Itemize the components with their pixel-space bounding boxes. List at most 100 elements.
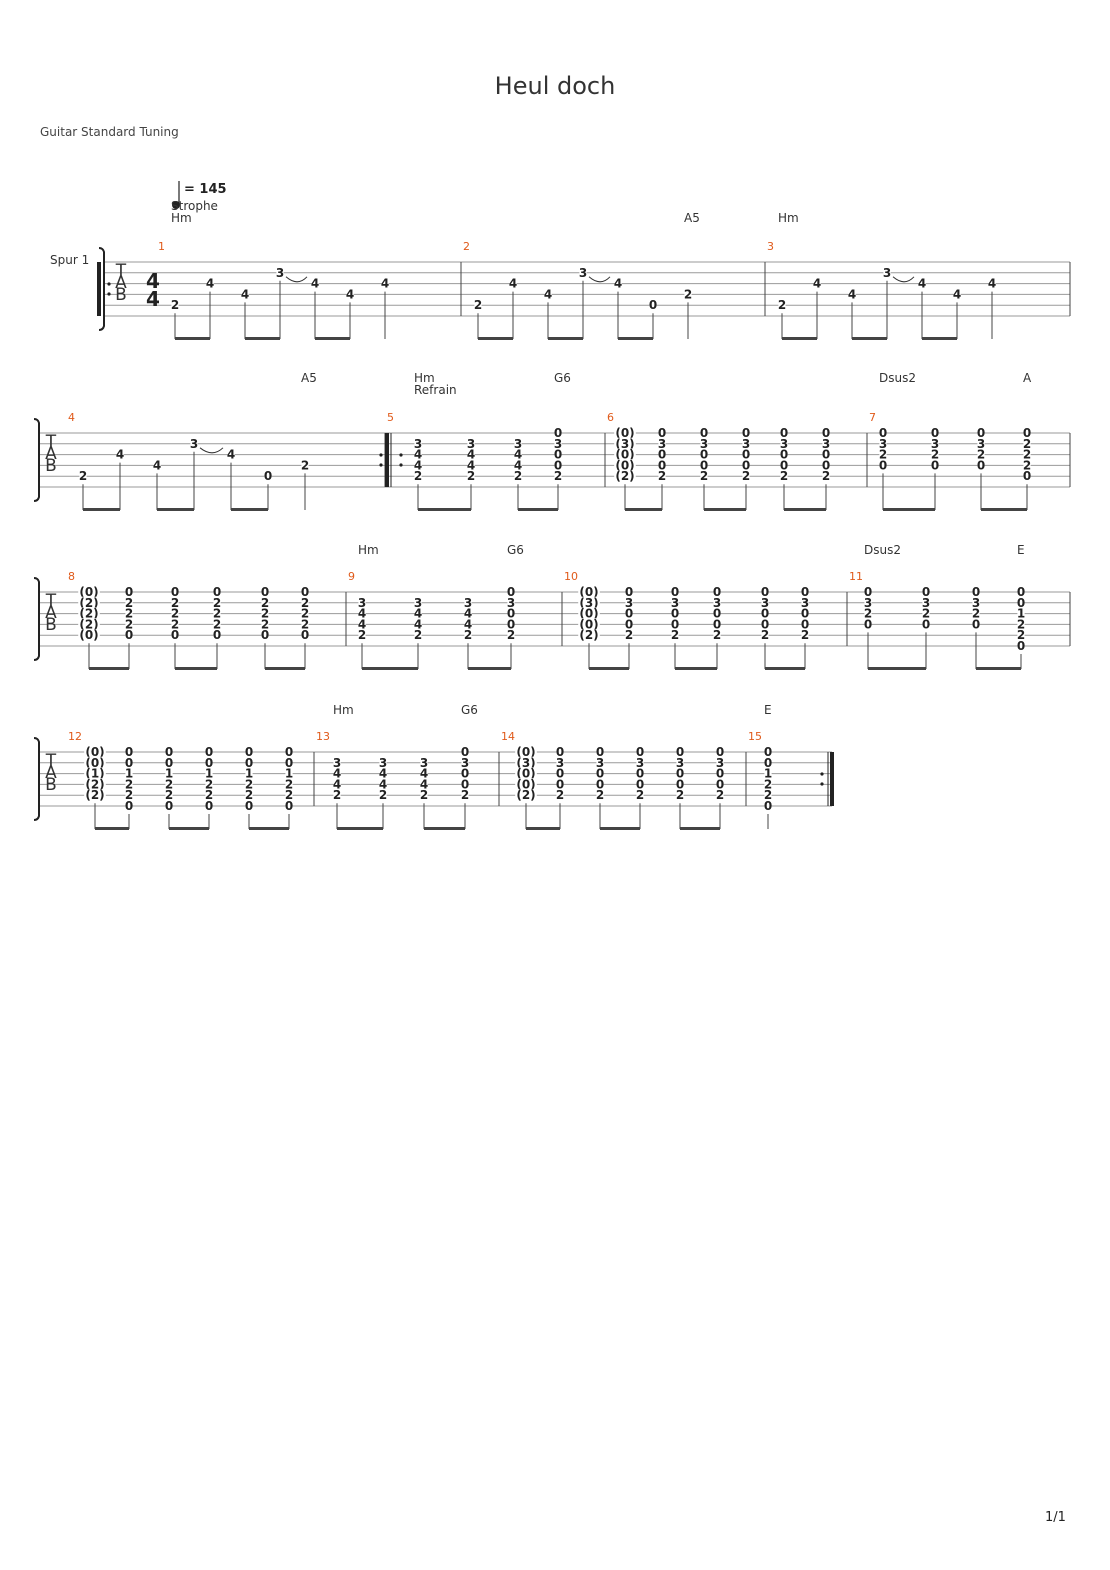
chord-name: Hm: [414, 371, 435, 385]
fret-number: 3: [333, 756, 341, 770]
fret-number: 3: [713, 596, 721, 610]
fret-number: 4: [333, 767, 341, 781]
fret-bg: [801, 607, 809, 619]
fret-number: 0: [625, 585, 633, 599]
fret-bg: [467, 448, 475, 460]
fret-number: (0): [516, 767, 535, 781]
fret-number: 0: [676, 745, 684, 759]
fret-bg: [742, 459, 750, 471]
fret-number: 2: [301, 617, 309, 631]
fret-number: 3: [977, 437, 985, 451]
fret-number: 0: [301, 628, 309, 642]
fret-number: 4: [153, 458, 161, 472]
fret-number: (2): [615, 469, 634, 483]
chord-name: G6: [554, 371, 571, 385]
fret-number: 0: [1017, 585, 1025, 599]
fret-bg: [879, 437, 887, 449]
fret-number: 4: [381, 277, 389, 291]
fret-number: 2: [79, 469, 87, 483]
beam: [89, 667, 129, 670]
fret-number: 0: [700, 458, 708, 472]
fret-bg: [700, 470, 708, 482]
fret-bg: [636, 756, 644, 768]
fret-number: 0: [822, 458, 830, 472]
fret-bg: [716, 778, 724, 790]
fret-number: 3: [579, 266, 587, 280]
beam: [883, 508, 935, 511]
fret-bg: [467, 470, 475, 482]
fret-bg: [864, 586, 872, 597]
fret-bg: [700, 459, 708, 471]
fret-bg: [625, 586, 633, 597]
fret-number: 2: [1023, 458, 1031, 472]
fret-bg: [822, 470, 830, 482]
fret-bg: [544, 288, 552, 300]
fret-number: 2: [780, 469, 788, 483]
fret-number: 4: [614, 277, 622, 291]
measure-number: 9: [348, 570, 355, 583]
measure-number: 14: [501, 730, 515, 743]
fret-bg: [864, 596, 872, 608]
fret-bg: [742, 448, 750, 460]
fret-bg: [213, 607, 221, 619]
measure-number: 8: [68, 570, 75, 583]
repeat-thick-bar: [385, 433, 389, 487]
fret-bg: [205, 800, 213, 811]
fret-bg: [507, 596, 515, 608]
fret-bg: [507, 629, 515, 641]
fret-bg: [931, 437, 939, 449]
fret-number: 0: [801, 607, 809, 621]
tab-clef-letter: B: [115, 285, 127, 305]
fret-number: 2: [514, 469, 522, 483]
fret-bg: [556, 789, 564, 801]
section-label: Strophe: [171, 199, 218, 213]
fret-number: 4: [509, 277, 517, 291]
fret-number: 4: [467, 448, 475, 462]
fret-bg: [761, 586, 769, 597]
fret-bg: [972, 618, 980, 630]
fret-bg: [625, 629, 633, 641]
fret-number: (2): [79, 596, 98, 610]
fret-bg: [554, 470, 562, 482]
fret-number: 2: [713, 628, 721, 642]
fret-number: (0): [516, 745, 535, 759]
repeat-dot: [399, 453, 403, 457]
fret-bg: [556, 767, 564, 779]
fret-number: 3: [972, 596, 980, 610]
fret-bg: [848, 288, 856, 300]
beam: [548, 337, 583, 340]
fret-number: 2: [285, 777, 293, 791]
fret-number: (0): [85, 745, 104, 759]
fret-number: 2: [972, 607, 980, 621]
fret-number: 3: [596, 756, 604, 770]
fret-bg: [761, 618, 769, 630]
fret-number: 0: [822, 426, 830, 440]
fret-bg: [333, 789, 341, 801]
fret-bg: [245, 767, 253, 779]
fret-number: 2: [636, 788, 644, 802]
beam: [83, 508, 120, 511]
fret-bg: [716, 767, 724, 779]
fret-bg: [125, 607, 133, 619]
fret-number: 0: [879, 426, 887, 440]
fret-number: 0: [556, 767, 564, 781]
fret-bg: [676, 767, 684, 779]
fret-bg: [761, 607, 769, 619]
measure-number: 12: [68, 730, 82, 743]
fret-number: 0: [761, 607, 769, 621]
repeat-dot: [820, 772, 824, 776]
fret-number: 4: [918, 277, 926, 291]
measure-number: 7: [869, 411, 876, 424]
fret-bg: [414, 607, 422, 619]
fret-bg: [822, 459, 830, 471]
fret-number: (2): [579, 628, 598, 642]
fret-bg: [625, 618, 633, 630]
fret-number: 2: [596, 788, 604, 802]
fret-number: (0): [516, 777, 535, 791]
chord-name: G6: [507, 543, 524, 557]
fret-bg: [556, 778, 564, 790]
fret-bg: [285, 778, 293, 790]
fret-bg: [658, 459, 666, 471]
fret-bg: [125, 586, 133, 597]
fret-number: 4: [414, 607, 422, 621]
